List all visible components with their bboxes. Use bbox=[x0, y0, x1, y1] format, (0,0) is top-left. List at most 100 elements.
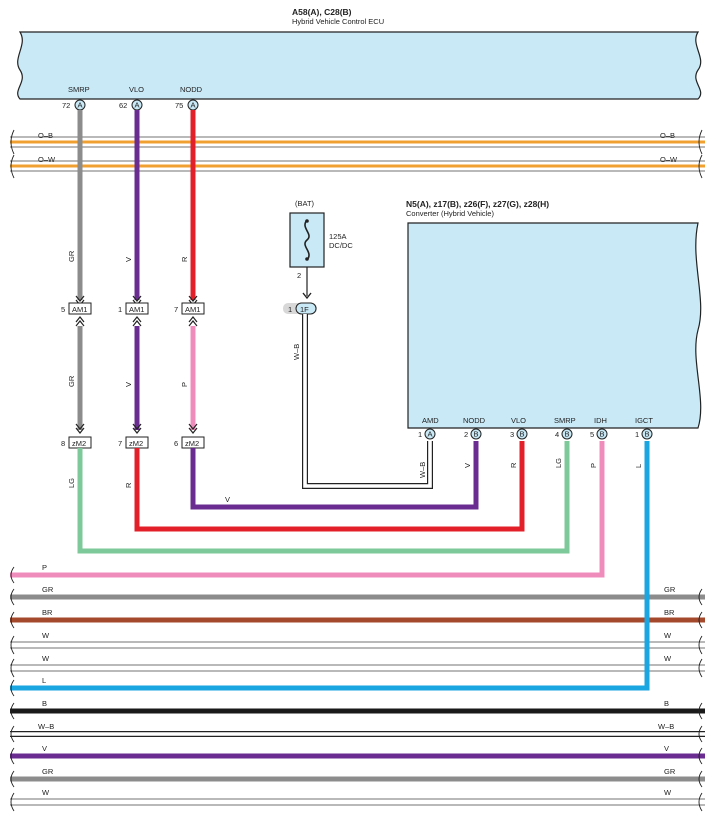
conv-pin-igct-conn: B bbox=[645, 430, 650, 439]
conv-pin-igct-signal: IGCT bbox=[635, 416, 653, 425]
label-conv-vlo: R bbox=[509, 462, 518, 468]
conv-pin-nodd-connector bbox=[470, 428, 482, 440]
ecu-pin-nodd-signal: NODD bbox=[180, 85, 203, 94]
bottom-bus-b-right: B bbox=[664, 699, 669, 708]
junction-1f-id: 1F bbox=[300, 305, 309, 314]
conv-pin-amd-connector bbox=[424, 428, 436, 440]
bottom-bus-l bbox=[10, 441, 650, 697]
conv-pin-vlo-conn: B bbox=[520, 430, 525, 439]
bottom-bus-p bbox=[10, 441, 605, 584]
bottom-bus-w-1 bbox=[10, 635, 705, 655]
label-nodd-mid: P bbox=[180, 382, 189, 387]
label-smrp-upper: GR bbox=[67, 250, 76, 262]
ecu-pin-vlo-number: 62 bbox=[119, 101, 127, 110]
bottom-bus-gr-1-right: GR bbox=[664, 585, 676, 594]
am1-2-pin: 1 bbox=[118, 305, 122, 314]
conv-pin-amd-conn: A bbox=[428, 430, 433, 439]
zm2-connectors bbox=[68, 423, 205, 449]
bottom-bus-b-left: B bbox=[42, 699, 47, 708]
converter-box bbox=[407, 222, 702, 429]
conv-pin-idh-connector bbox=[596, 428, 608, 440]
conv-pin-smrp-signal: SMRP bbox=[554, 416, 576, 425]
conv-pin-nodd-conn: B bbox=[474, 430, 479, 439]
top-bus-1-left: O–B bbox=[38, 131, 53, 140]
ecu-pin-nodd-conn: A bbox=[191, 101, 196, 110]
conv-pin-smrp-conn: B bbox=[565, 430, 570, 439]
label-fuse-wire: W–B bbox=[292, 344, 301, 360]
ecu-pin-vlo-conn: A bbox=[135, 101, 140, 110]
label-conv-idh: P bbox=[589, 463, 598, 468]
bottom-bus-w-3 bbox=[10, 792, 705, 812]
bottom-bus-w-3-left: W bbox=[42, 788, 50, 797]
conv-pin-vlo-number: 3 bbox=[510, 430, 514, 439]
bottom-bus-v bbox=[10, 747, 705, 765]
bottom-bus-l-left: L bbox=[42, 676, 46, 685]
converter-name: Converter (Hybrid Vehicle) bbox=[406, 209, 494, 218]
wire-nodd-v-conv bbox=[190, 441, 479, 510]
bottom-bus-v-left: V bbox=[42, 744, 47, 753]
am1-3-id: AM1 bbox=[185, 305, 200, 314]
top-bus-2-right: O–W bbox=[660, 155, 678, 164]
bottom-bus-br-right: BR bbox=[664, 608, 675, 617]
label-smrp-mid: GR bbox=[67, 375, 76, 387]
bottom-bus-wb-right: W–B bbox=[658, 722, 674, 731]
bottom-bus-gr-1 bbox=[10, 588, 705, 606]
conv-pin-idh-number: 5 bbox=[590, 430, 594, 439]
ecu-pin-smrp-conn: A bbox=[78, 101, 83, 110]
am1-2-id: AM1 bbox=[129, 305, 144, 314]
fuse-source: (BAT) bbox=[295, 199, 315, 208]
label-conv-igct: L bbox=[634, 464, 643, 468]
zm2-2-id: zM2 bbox=[129, 439, 143, 448]
bottom-bus-br-left: BR bbox=[42, 608, 53, 617]
bottom-bus-v-right: V bbox=[664, 744, 669, 753]
am1-1-id: AM1 bbox=[72, 305, 87, 314]
label-nodd-horizontal: V bbox=[225, 495, 230, 504]
conv-pin-igct-number: 1 bbox=[635, 430, 639, 439]
bottom-bus-b bbox=[10, 702, 705, 720]
top-bus-1-right: O–B bbox=[660, 131, 675, 140]
bottom-bus-gr-1-left: GR bbox=[42, 585, 54, 594]
zm2-1-id: zM2 bbox=[72, 439, 86, 448]
am1-3-pin: 7 bbox=[174, 305, 178, 314]
ecu-name: Hybrid Vehicle Control ECU bbox=[292, 17, 384, 26]
fuse-icon-bottom-dot bbox=[305, 257, 309, 261]
ecu-pin-smrp-signal: SMRP bbox=[68, 85, 90, 94]
label-conv-nodd: V bbox=[463, 463, 472, 468]
label-conv-smrp: LG bbox=[554, 458, 563, 468]
bottom-bus-p-left: P bbox=[42, 563, 47, 572]
am1-1-pin: 5 bbox=[61, 305, 65, 314]
bottom-bus-gr-2-right: GR bbox=[664, 767, 676, 776]
converter-connectors: N5(A), z17(B), z26(F), z27(G), z28(H) bbox=[406, 199, 549, 209]
zm2-2-pin: 7 bbox=[118, 439, 122, 448]
fuse-rating: 125A bbox=[329, 232, 347, 241]
label-vlo-upper: V bbox=[124, 257, 133, 262]
conv-pin-amd-signal: AMD bbox=[422, 416, 439, 425]
ecu-box bbox=[17, 31, 702, 100]
conv-pin-igct-connector bbox=[641, 428, 653, 440]
ecu-pin-nodd-number: 75 bbox=[175, 101, 183, 110]
ecu-connectors: A58(A), C28(B) bbox=[292, 7, 352, 17]
am1-connectors bbox=[68, 295, 205, 327]
conv-pin-vlo-signal: VLO bbox=[511, 416, 526, 425]
ecu-pin-vlo-signal: VLO bbox=[129, 85, 144, 94]
zm2-3-id: zM2 bbox=[185, 439, 199, 448]
fuse-name: DC/DC bbox=[329, 241, 353, 250]
bottom-bus-w-2-right: W bbox=[664, 654, 672, 663]
conv-pin-nodd-number: 2 bbox=[464, 430, 468, 439]
conv-pin-smrp-connector bbox=[561, 428, 573, 440]
top-bus-1 bbox=[10, 129, 705, 155]
conv-pin-amd-number: 1 bbox=[418, 430, 422, 439]
wire-fuse-wb bbox=[302, 314, 433, 489]
bottom-bus-w-3-right: W bbox=[664, 788, 672, 797]
ecu-pin-smrp-number: 72 bbox=[62, 101, 70, 110]
bottom-bus-gr-2 bbox=[10, 770, 705, 788]
bottom-bus-w-2 bbox=[10, 658, 705, 678]
label-nodd-upper: R bbox=[180, 256, 189, 262]
junction-1f-pin: 1 bbox=[288, 305, 292, 314]
conv-pin-nodd-signal: NODD bbox=[463, 416, 486, 425]
bottom-bus-gr-2-left: GR bbox=[42, 767, 54, 776]
bottom-bus-br bbox=[10, 611, 705, 629]
label-smrp-lower: LG bbox=[67, 478, 76, 488]
wire-smrp-lg-conv bbox=[77, 441, 570, 554]
